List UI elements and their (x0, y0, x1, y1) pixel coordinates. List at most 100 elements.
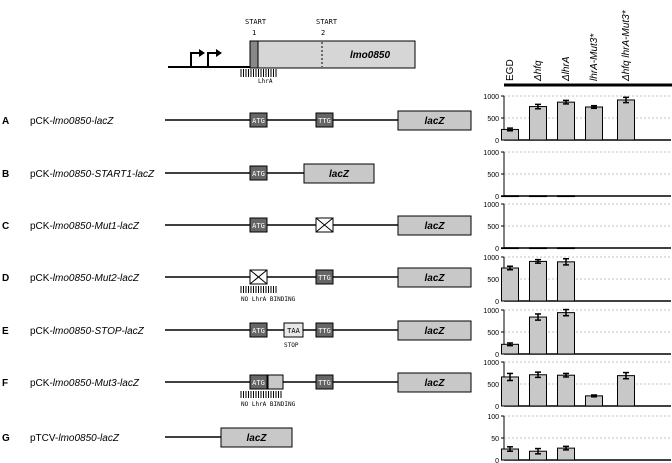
column-header: Δhfq lhrA-Mut3* (621, 9, 632, 82)
bar (557, 261, 575, 302)
codon-box (249, 112, 268, 128)
construct-name: lmo0850-START1-lacZ (53, 169, 155, 180)
y-tick-label: 500 (487, 277, 499, 284)
column-header: EGD (505, 59, 516, 81)
y-tick-label: 100 (487, 414, 499, 421)
y-tick-label: 0 (495, 458, 499, 463)
lhra-binding-site (240, 69, 277, 77)
row-letter: A (2, 116, 9, 127)
y-tick-label: 1000 (483, 308, 499, 315)
column-header: Δhfq (533, 60, 544, 82)
codon-box (283, 322, 304, 338)
codon-box (249, 165, 268, 181)
lacz-label: lacZ (329, 169, 350, 180)
codon-label: TTG (318, 327, 331, 335)
chart-g: 100 50 0 (487, 414, 671, 463)
bar (529, 316, 547, 355)
promoter-arrowhead-icon (199, 49, 205, 57)
y-tick-label: 500 (487, 382, 499, 389)
codon-label: ATG (252, 327, 265, 335)
codon-box (315, 112, 334, 128)
row-letter: D (2, 273, 9, 284)
y-tick-label: 0 (495, 246, 499, 253)
bar (557, 312, 575, 355)
bar (501, 267, 519, 302)
construct-name: lmo0850-STOP-lacZ (53, 326, 145, 337)
bar (585, 106, 603, 141)
start2-number: 2 (321, 29, 325, 37)
y-tick-label: 0 (495, 194, 499, 201)
chart-b: 1000 500 0 (483, 150, 671, 201)
lacz-box (397, 215, 472, 236)
y-tick-label: 500 (487, 172, 499, 179)
y-tick-label: 1000 (483, 202, 499, 209)
gene-name: lmo0850 (350, 50, 390, 61)
lhra-site-label: LhrA (258, 78, 273, 85)
row-letter: F (2, 378, 8, 389)
bar-charts: 1000500010005000100050001000500010005000… (483, 94, 671, 463)
bar (529, 195, 547, 198)
row-letter: C (2, 221, 9, 232)
note-label: NO LhrA BINDING (241, 296, 296, 303)
bar (529, 106, 547, 141)
note-label: STOP (284, 342, 299, 349)
construct-name: lmo0850-lacZ (58, 433, 119, 444)
y-tick-label: 500 (487, 224, 499, 231)
y-tick-label: 1000 (483, 255, 499, 262)
bar (501, 247, 519, 250)
bar (529, 247, 547, 250)
mutated-region-box (267, 374, 284, 390)
row-letter: E (2, 326, 9, 337)
construct-name: lmo0850-Mut2-lacZ (53, 273, 140, 284)
lacz-box (397, 267, 472, 288)
column-header: ΔlhrA (561, 56, 572, 82)
construct-label: pCK-lmo0850-START1-lacZ (30, 169, 155, 180)
codon-label: TTG (318, 117, 331, 125)
lacz-label: lacZ (424, 116, 445, 127)
promoter-arrow-icon (207, 52, 216, 67)
lacz-box (303, 163, 375, 184)
y-tick-label: 50 (491, 436, 499, 443)
construct-prefix: pCK- (30, 116, 53, 127)
row-letter: G (2, 433, 10, 444)
construct-name: lmo0850-lacZ (53, 116, 114, 127)
construct-prefix: pTCV- (30, 433, 58, 444)
codon-label: TTG (318, 379, 331, 387)
start2-label: START (316, 18, 338, 26)
codon-label: ATG (252, 222, 265, 230)
codon-box (315, 269, 334, 285)
lacz-label: lacZ (246, 433, 267, 444)
lacz-label: lacZ (424, 221, 445, 232)
y-tick-label: 500 (487, 116, 499, 123)
y-tick-label: 0 (495, 404, 499, 411)
bar (501, 195, 519, 198)
lacz-box (397, 110, 472, 131)
construct-name: lmo0850-Mut3-lacZ (53, 378, 140, 389)
y-tick-label: 500 (487, 330, 499, 337)
bar (529, 260, 547, 302)
y-tick-label: 0 (495, 352, 499, 359)
lacz-label: lacZ (424, 378, 445, 389)
codon-box (315, 322, 334, 338)
construct-prefix: pCK- (30, 221, 53, 232)
construct-prefix: pCK- (30, 326, 53, 337)
bar (529, 374, 547, 407)
y-tick-label: 1000 (483, 360, 499, 367)
y-tick-label: 1000 (483, 150, 499, 157)
construct-prefix: pCK- (30, 169, 53, 180)
bar (617, 99, 635, 141)
codon-box (249, 322, 268, 338)
construct-prefix: pCK- (30, 273, 53, 284)
construct-label: pCK-lmo0850-Mut3-lacZ (30, 378, 140, 389)
start1-label: START (245, 18, 267, 26)
codon-label: ATG (252, 379, 265, 387)
codon-label: ATG (252, 117, 265, 125)
